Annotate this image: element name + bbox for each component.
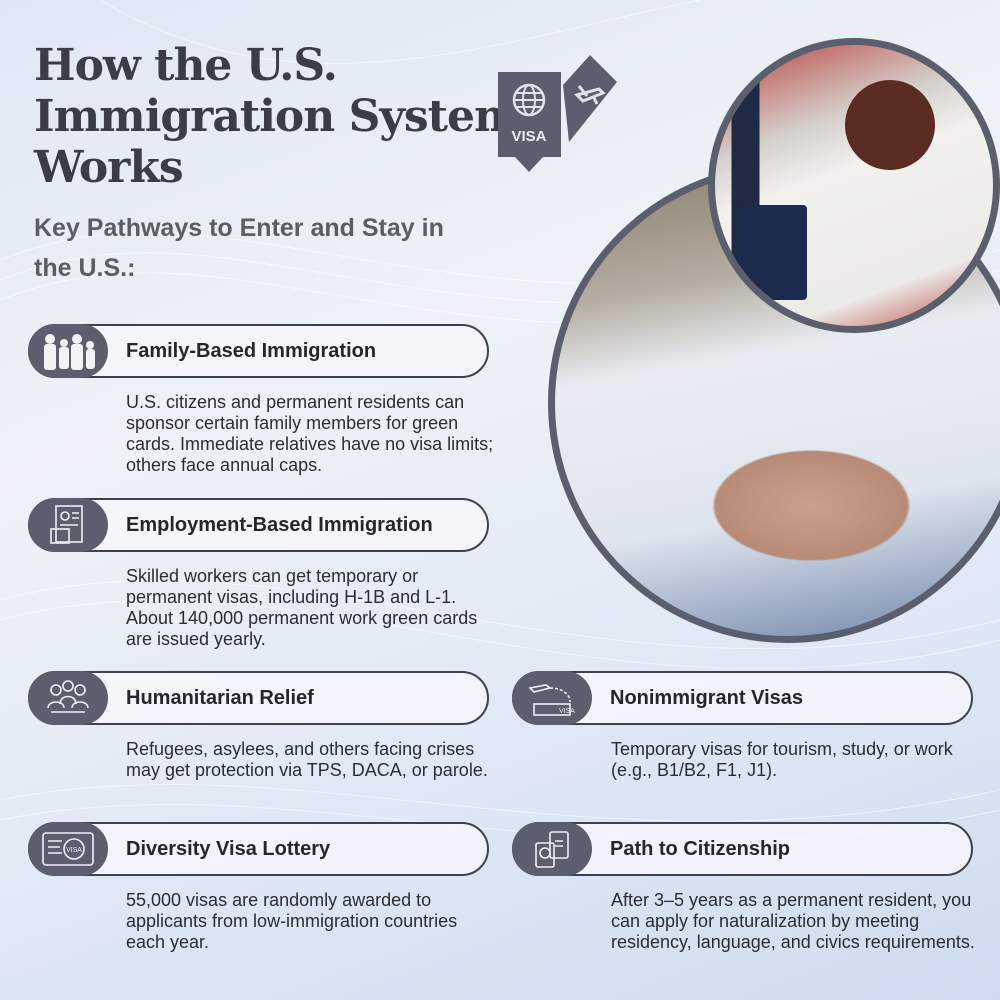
svg-text:VISA: VISA [559,708,575,715]
svg-text:VISA: VISA [66,847,82,854]
section-family-based: Family-Based Immigration [27,323,489,378]
visa-icon-text: VISA [511,128,546,145]
passport-image [737,205,807,300]
section-diversity-lottery: VISA Diversity Visa Lottery [27,821,489,876]
job-application-icon [27,497,108,552]
family-icon [27,323,108,378]
section-title: Employment-Based Immigration [126,514,433,536]
gavel-image [845,80,935,170]
title-line: Works [34,142,184,193]
plane-ticket-icon: VISA [511,670,592,725]
section-text: Temporary visas for tourism, study, or w… [611,739,953,780]
section-text: 55,000 visas are randomly awarded to app… [126,890,458,952]
title-line: How the U.S. [34,40,338,91]
section-title: Diversity Visa Lottery [126,838,331,860]
page-subtitle: Key Pathways to Enter and Stay in the U.… [34,214,444,282]
section-title: Humanitarian Relief [126,687,314,709]
section-title: Path to Citizenship [610,838,790,860]
section-title: Family-Based Immigration [126,340,377,362]
visa-passport-icon: VISA [498,55,617,172]
title-line: Immigration System [34,91,521,142]
page-title: How the U.S. Immigration System Works [34,40,521,193]
section-text: After 3–5 years as a permanent resident,… [611,890,975,952]
section-nonimmigrant: VISA Nonimmigrant Visas [511,670,973,725]
passport-icon [511,821,592,876]
section-text: Skilled workers can get temporary or per… [126,566,478,649]
citizenship-gavel-photo [708,38,1000,333]
visa-stamp-icon: VISA [27,821,108,876]
section-employment-based: Employment-Based Immigration [27,497,489,552]
section-text: Refugees, asylees, and others facing cri… [126,739,488,780]
section-title: Nonimmigrant Visas [610,687,804,709]
refugees-icon [27,670,108,725]
section-humanitarian: Humanitarian Relief [27,670,489,725]
section-path-to-citizenship: Path to Citizenship [511,821,973,876]
section-text: U.S. citizens and permanent residents ca… [126,392,494,475]
